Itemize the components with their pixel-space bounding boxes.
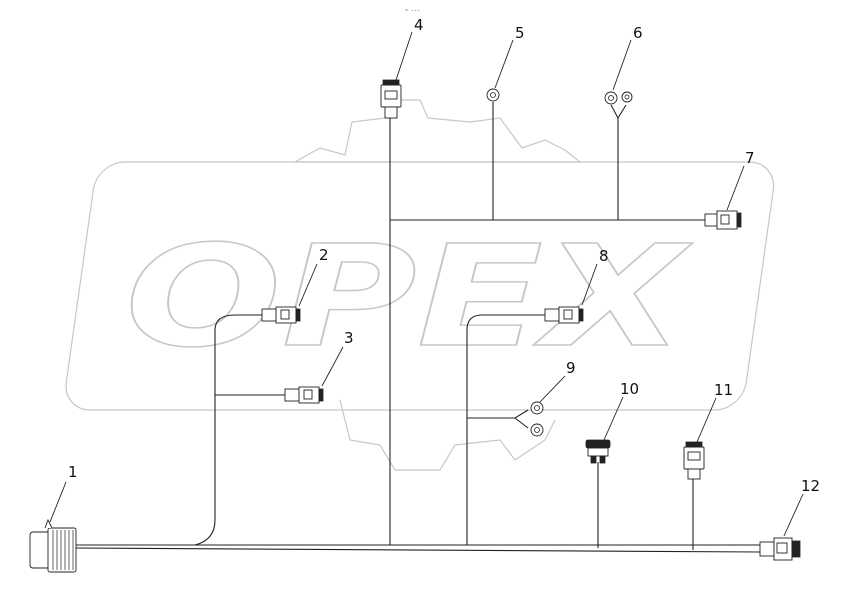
callout-12: 12 xyxy=(801,477,820,495)
callout-leaders xyxy=(49,31,804,537)
callout-7: 7 xyxy=(745,149,755,167)
harness-wires xyxy=(74,102,761,553)
connector-4 xyxy=(380,79,402,119)
callout-2: 2 xyxy=(319,246,329,264)
connector-7 xyxy=(704,210,742,230)
connector-1 xyxy=(29,518,77,573)
connector-2 xyxy=(261,306,301,324)
top-mark: ~ --- xyxy=(405,8,420,14)
connector-9 xyxy=(530,401,544,437)
callout-9: 9 xyxy=(566,359,576,377)
watermark-text: OPEX xyxy=(125,216,693,379)
connector-12 xyxy=(759,537,801,561)
callout-11: 11 xyxy=(714,381,733,399)
callout-10: 10 xyxy=(620,380,639,398)
connector-11 xyxy=(683,441,705,480)
watermark-logo: OPEX xyxy=(65,99,775,471)
callout-5: 5 xyxy=(515,24,525,42)
callout-8: 8 xyxy=(599,247,609,265)
callout-4: 4 xyxy=(414,16,424,34)
callout-3: 3 xyxy=(344,329,354,347)
connector-10 xyxy=(585,439,611,464)
connector-8 xyxy=(544,306,584,324)
connector-3 xyxy=(284,386,324,404)
connector-6 xyxy=(604,91,633,105)
connector-5 xyxy=(486,88,500,102)
callout-1: 1 xyxy=(68,463,78,481)
callout-6: 6 xyxy=(633,24,643,42)
callout-labels: 1 2 3 4 5 6 7 8 9 10 11 12 xyxy=(68,16,820,495)
